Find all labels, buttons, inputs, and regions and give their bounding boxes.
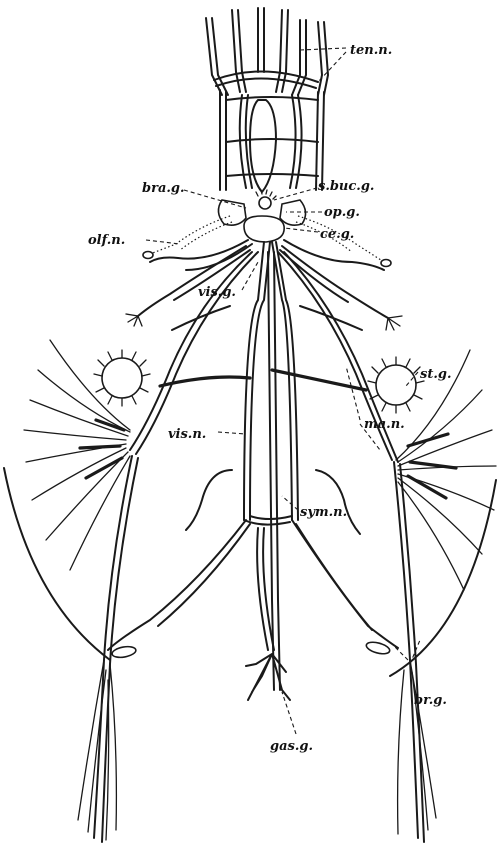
mantle-edge-right (390, 480, 496, 676)
tentacle-nerve-ring (214, 71, 324, 192)
label-branchial-ganglia: br.g. (414, 693, 447, 708)
gastric-ganglion (246, 654, 290, 700)
tentacle-nerves (206, 8, 328, 95)
label-visceral-nerve: vis.n. (168, 427, 206, 442)
label-sympathetic-nerve: sym.n. (300, 505, 347, 520)
label-stellate-ganglion: st.g. (420, 367, 451, 382)
stellate-ganglion-left (94, 350, 150, 406)
label-optic-ganglion: op.g. (324, 205, 360, 220)
lower-visceral-branches (108, 470, 398, 650)
lower-arm-nerves-right (394, 462, 436, 842)
label-tentacle-nerves: ten.n. (350, 43, 392, 58)
label-gastric-ganglion: gas.g. (270, 739, 313, 754)
mantle-edge (4, 468, 110, 660)
stellate-ganglion-right (368, 357, 424, 413)
label-branchial-ganglion: bra.g. (142, 181, 185, 196)
label-mantle-nerve: ma.n. (364, 417, 405, 432)
label-visceral-ganglion: vis.g. (198, 285, 236, 300)
branchial-ganglia (111, 640, 391, 659)
label-olfactory-nerve: olf.n. (88, 233, 125, 248)
label-cerebral-ganglion: ce.g. (320, 227, 354, 242)
label-superior-buccal-ganglion: s.buc.g. (318, 179, 374, 194)
cerebral-ganglia (218, 190, 305, 242)
